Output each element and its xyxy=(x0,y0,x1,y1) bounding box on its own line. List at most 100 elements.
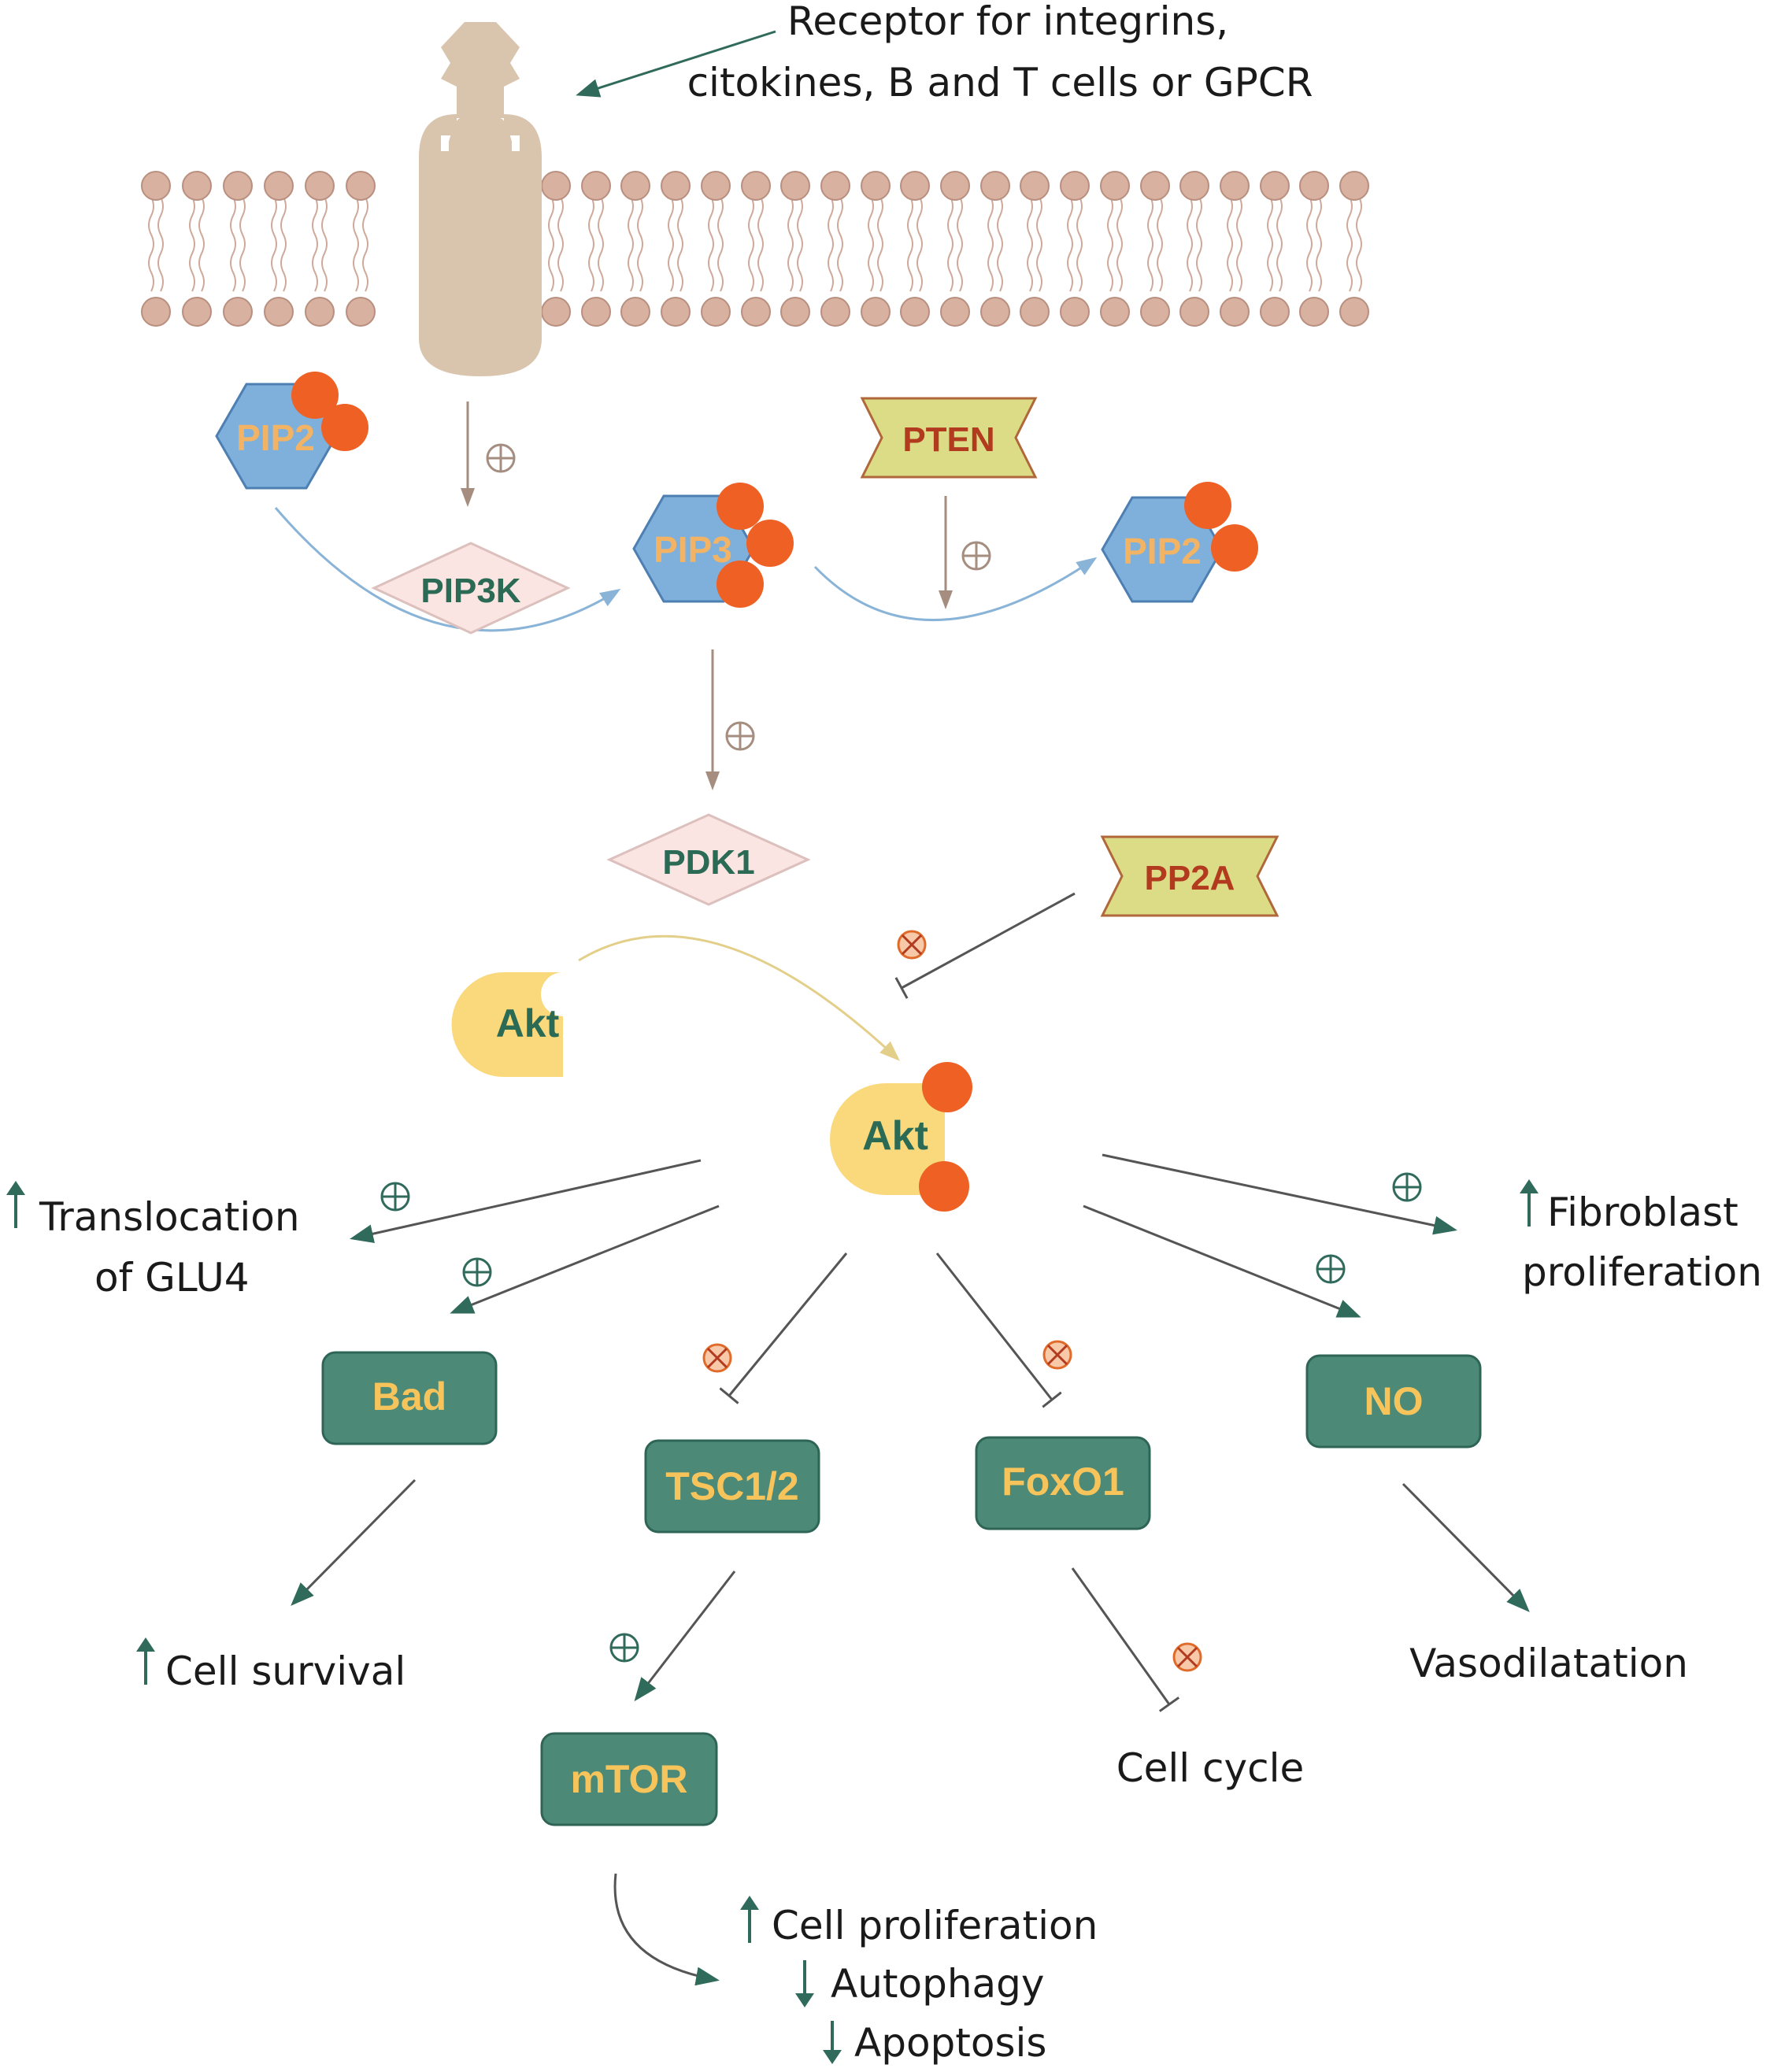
circle-x-icon xyxy=(897,930,927,960)
lipid-molecule xyxy=(980,171,1010,327)
glu4-label-line2: of GLU4 xyxy=(94,1255,250,1301)
circle-plus-icon xyxy=(486,443,516,473)
foxo1-to-cellcycle-inhibition xyxy=(1071,1567,1180,1712)
lipid-molecule xyxy=(1060,171,1090,327)
cell-proliferation-label: Cell proliferation xyxy=(772,1903,1098,1948)
lipid-molecule xyxy=(741,171,771,327)
pip3k-node: PIP3K xyxy=(371,542,571,635)
akt-to-fibroblast-arrow xyxy=(1102,1153,1457,1235)
pdk1-label: PDK1 xyxy=(662,843,754,882)
mtor-to-outcomes-arrow xyxy=(613,1873,720,1986)
lipid-molecule xyxy=(541,171,571,327)
circle-plus-icon xyxy=(462,1257,492,1287)
lipid-molecule xyxy=(581,171,611,327)
lipid-molecule xyxy=(305,171,335,327)
cell-proliferation-group: Cell proliferation xyxy=(740,1896,1098,1948)
lipid-molecule xyxy=(1140,171,1170,327)
circle-x-icon xyxy=(1172,1642,1202,1672)
pp2a-inhibition-line xyxy=(894,892,1076,999)
no-node: NO xyxy=(1305,1354,1482,1449)
pip2-left-label: PIP2 xyxy=(236,417,315,458)
akt-to-tsc-inhibition xyxy=(719,1252,848,1404)
lipid-molecule xyxy=(182,171,212,327)
akt-to-bad-arrow xyxy=(450,1204,720,1314)
akt-active-node: Akt xyxy=(830,1062,972,1212)
foxo1-label: FoxO1 xyxy=(1002,1460,1124,1504)
circle-plus-icon xyxy=(1316,1254,1346,1284)
circle-plus-icon xyxy=(1392,1172,1422,1202)
glu4-label-group: Translocation of GLU4 xyxy=(6,1181,300,1301)
autophagy-group: Autophagy xyxy=(795,1960,1044,2007)
receptor-body xyxy=(419,114,542,376)
fibroblast-label-line1: Fibroblast xyxy=(1547,1190,1739,1235)
mtor-label: mTOR xyxy=(570,1757,687,1801)
akt-active-label: Akt xyxy=(862,1113,928,1159)
pp2a-node: PP2A xyxy=(1100,835,1279,917)
vasodilatation-label: Vasodilatation xyxy=(1409,1641,1688,1686)
fibroblast-label-group: Fibroblast proliferation xyxy=(1520,1179,1762,1295)
receptor-label-line1: Receptor for integrins, xyxy=(787,0,1228,44)
lipid-molecule xyxy=(1179,171,1209,327)
lipid-molecule xyxy=(264,171,294,327)
akt-inactive-node: Akt xyxy=(451,972,563,1077)
lipid-molecule xyxy=(1020,171,1050,327)
foxo1-node: FoxO1 xyxy=(975,1436,1151,1530)
pip2-right-node: PIP2 xyxy=(1101,482,1258,603)
pdk1-to-akt-arrow xyxy=(578,934,900,1061)
cell-cycle-label: Cell cycle xyxy=(1116,1745,1305,1791)
glu4-label-line1: Translocation xyxy=(39,1194,300,1240)
cell-survival-label: Cell survival xyxy=(165,1648,405,1694)
lipid-molecule xyxy=(1260,171,1290,327)
pip3-node: PIP3 xyxy=(632,483,794,608)
circle-plus-icon xyxy=(961,541,991,571)
fibroblast-label-line2: proliferation xyxy=(1522,1249,1762,1295)
circle-plus-icon xyxy=(380,1182,410,1212)
pip2-to-pip3-arrow xyxy=(274,507,621,632)
lipid-molecule xyxy=(900,171,930,327)
autophagy-label: Autophagy xyxy=(831,1961,1044,2007)
pip2-left-node: PIP2 xyxy=(215,372,368,490)
no-to-vasodilatation-arrow xyxy=(1402,1482,1530,1612)
lipid-molecule xyxy=(620,171,650,327)
lipid-molecule xyxy=(780,171,810,327)
akt-to-no-arrow xyxy=(1083,1204,1361,1318)
circle-x-icon xyxy=(702,1343,732,1373)
mtor-node: mTOR xyxy=(540,1732,718,1826)
lipid-molecule xyxy=(346,171,376,327)
pten-node: PTEN xyxy=(860,397,1038,479)
tsc-to-mtor-arrow xyxy=(634,1571,736,1702)
receptor xyxy=(419,22,542,376)
pip3-to-pip2-arrow xyxy=(813,557,1098,622)
akt-to-glu4-arrow xyxy=(350,1159,702,1244)
lipid-molecule xyxy=(1220,171,1250,327)
pip3k-label: PIP3K xyxy=(420,572,520,610)
tsc-node: TSC1/2 xyxy=(644,1439,820,1534)
cell-membrane-bilayer xyxy=(141,171,1369,327)
pip2-right-label: PIP2 xyxy=(1123,531,1202,572)
lipid-molecule xyxy=(1100,171,1130,327)
lipid-molecule xyxy=(141,171,171,327)
pdk1-node: PDK1 xyxy=(606,813,811,906)
circle-plus-icon xyxy=(609,1633,639,1663)
pp2a-label: PP2A xyxy=(1145,859,1235,897)
lipid-molecule xyxy=(661,171,691,327)
apoptosis-label: Apoptosis xyxy=(854,2020,1046,2066)
bad-label: Bad xyxy=(372,1375,446,1419)
lipid-molecule xyxy=(223,171,253,327)
bad-to-survival-arrow xyxy=(291,1478,417,1606)
akt-to-foxo1-inhibition xyxy=(935,1252,1062,1408)
lipid-molecule xyxy=(1339,171,1369,327)
bad-node: Bad xyxy=(321,1351,498,1445)
lipid-molecule xyxy=(940,171,970,327)
receptor-label-line2: citokines, B and T cells or GPCR xyxy=(687,60,1313,105)
circle-x-icon xyxy=(1042,1340,1072,1370)
regulation-symbols xyxy=(380,443,1422,1672)
lipid-molecule xyxy=(861,171,891,327)
receptor-pointer-arrow xyxy=(576,30,776,98)
pten-label: PTEN xyxy=(902,420,994,459)
no-label: NO xyxy=(1365,1379,1424,1423)
lipid-molecule xyxy=(701,171,731,327)
lipid-molecule xyxy=(1299,171,1329,327)
receptor-ligand-head xyxy=(425,22,535,118)
